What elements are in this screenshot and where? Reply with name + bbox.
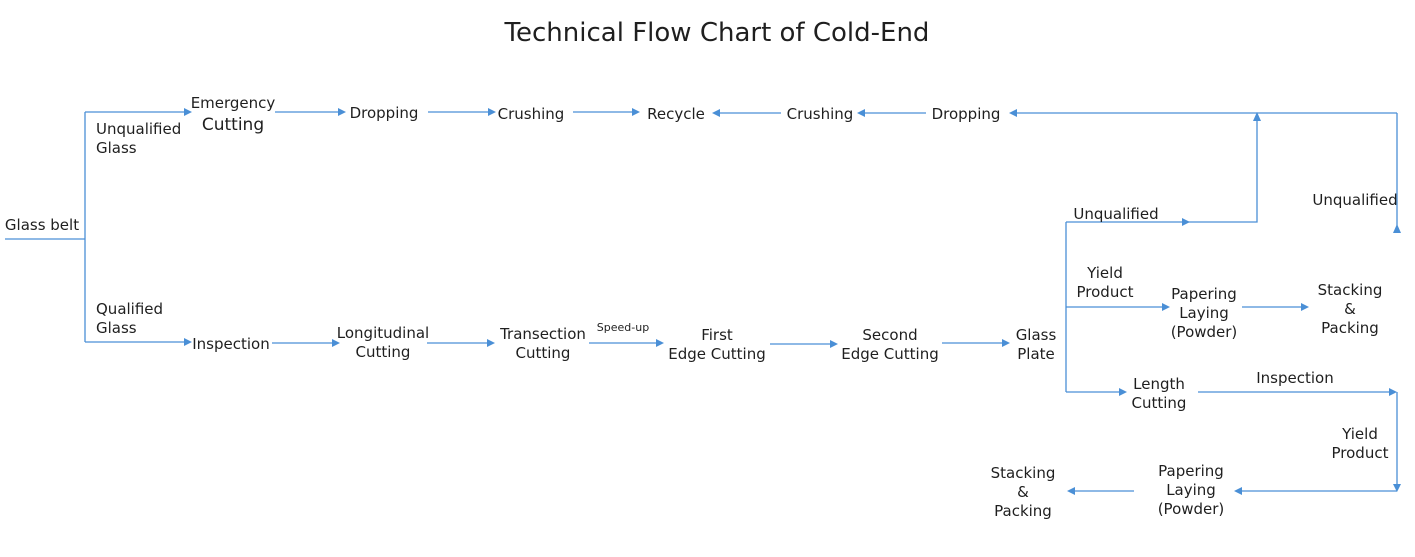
arrow-right-glass-plate <box>1002 339 1010 347</box>
chart-title: Technical Flow Chart of Cold-End <box>504 18 930 48</box>
inspection-right-label: Inspection <box>1256 369 1333 387</box>
svg-text:Laying: Laying <box>1166 481 1216 499</box>
inspection-left-node: Inspection <box>192 335 269 353</box>
svg-text:Unqualified: Unqualified <box>96 120 181 138</box>
svg-text:Papering: Papering <box>1171 285 1237 303</box>
glass-belt-label: Glass belt <box>5 216 79 234</box>
transection-cutting-node: Transection Cutting <box>499 325 586 362</box>
svg-text:Cutting: Cutting <box>202 115 264 135</box>
arrow-left-stacking-lower <box>1067 487 1075 495</box>
arrow-left-recycle <box>712 109 720 117</box>
svg-text:Glass: Glass <box>96 139 137 157</box>
unqualified-connector-line <box>1182 121 1258 223</box>
yield-product-lower-label: Yield Product <box>1332 425 1389 462</box>
stacking-packing-upper-node: Stacking & Packing <box>1318 281 1383 337</box>
svg-text:Packing: Packing <box>1321 319 1379 337</box>
svg-text:Transection: Transection <box>499 325 586 343</box>
arrow-right-crushing <box>488 108 496 116</box>
svg-text:First: First <box>701 326 733 344</box>
speed-up-label: Speed-up <box>597 321 649 334</box>
svg-text:Glass: Glass <box>1016 326 1057 344</box>
arrow-right-recycle <box>632 108 640 116</box>
svg-text:Stacking: Stacking <box>991 464 1056 482</box>
crushing-left-node: Crushing <box>498 105 565 123</box>
svg-text:Emergency: Emergency <box>191 94 276 112</box>
svg-text:Product: Product <box>1332 444 1389 462</box>
svg-text:Length: Length <box>1133 375 1185 393</box>
qualified-glass-label: Qualified Glass <box>96 300 163 337</box>
svg-text:&: & <box>1017 483 1029 501</box>
dropping-left-node: Dropping <box>350 104 419 122</box>
glass-plate-node: Glass Plate <box>1016 326 1057 363</box>
svg-text:Yield: Yield <box>1086 264 1123 282</box>
svg-text:Yield: Yield <box>1341 425 1378 443</box>
yield-product-upper-label: Yield Product <box>1077 264 1134 301</box>
unqualified-right-label: Unqualified <box>1312 191 1397 209</box>
arrow-right-second-edge <box>830 340 838 348</box>
arrow-right-transection <box>487 339 495 347</box>
arrow-right-emergency <box>184 108 192 116</box>
arrow-up-right-vertical <box>1393 224 1401 233</box>
svg-text:&: & <box>1344 300 1356 318</box>
emergency-cutting-node: Emergency Cutting <box>191 94 276 135</box>
svg-text:Edge Cutting: Edge Cutting <box>841 345 938 363</box>
arrow-right-papering-upper <box>1162 303 1170 311</box>
arrow-right-longitudinal <box>332 339 340 347</box>
length-cutting-node: Length Cutting <box>1132 375 1187 412</box>
second-edge-cutting-node: Second Edge Cutting <box>841 326 938 363</box>
svg-text:Product: Product <box>1077 283 1134 301</box>
svg-text:Plate: Plate <box>1017 345 1055 363</box>
svg-text:Cutting: Cutting <box>516 344 571 362</box>
crushing-right-node: Crushing <box>787 105 854 123</box>
arrow-right-unqualified <box>1182 218 1190 226</box>
stacking-packing-lower-node: Stacking & Packing <box>991 464 1056 520</box>
arrow-right-stacking-upper <box>1301 303 1309 311</box>
recycle-node: Recycle <box>647 105 705 123</box>
arrow-up-unqualified <box>1253 112 1261 121</box>
arrow-left-crushing <box>857 109 865 117</box>
papering-laying-lower-node: Papering Laying (Powder) <box>1158 462 1225 518</box>
svg-text:Cutting: Cutting <box>356 343 411 361</box>
arrow-down-yield-product <box>1393 484 1401 492</box>
svg-text:Cutting: Cutting <box>1132 394 1187 412</box>
svg-text:Papering: Papering <box>1158 462 1224 480</box>
arrow-right-dropping <box>338 108 346 116</box>
arrow-right-inspection <box>184 338 192 346</box>
svg-text:Packing: Packing <box>994 502 1052 520</box>
first-edge-cutting-node: First Edge Cutting <box>668 326 765 363</box>
arrow-right-first-edge <box>656 339 664 347</box>
svg-text:(Powder): (Powder) <box>1158 500 1225 518</box>
svg-text:(Powder): (Powder) <box>1171 323 1238 341</box>
svg-text:Stacking: Stacking <box>1318 281 1383 299</box>
svg-text:Second: Second <box>862 326 917 344</box>
papering-laying-upper-node: Papering Laying (Powder) <box>1171 285 1238 341</box>
arrow-right-length-cutting <box>1119 388 1127 396</box>
connector-lines <box>5 111 1398 492</box>
svg-text:Qualified: Qualified <box>96 300 163 318</box>
svg-text:Laying: Laying <box>1179 304 1229 322</box>
unqualified-glass-label: Unqualified Glass <box>96 120 181 157</box>
svg-text:Longitudinal: Longitudinal <box>337 324 429 342</box>
longitudinal-cutting-node: Longitudinal Cutting <box>337 324 429 361</box>
dropping-right-node: Dropping <box>932 105 1001 123</box>
arrow-left-dropping <box>1009 109 1017 117</box>
arrowheads <box>184 108 1401 495</box>
svg-text:Edge Cutting: Edge Cutting <box>668 345 765 363</box>
arrow-left-papering-lower <box>1234 487 1242 495</box>
unqualified-branch-label: Unqualified <box>1073 205 1158 223</box>
svg-text:Glass: Glass <box>96 319 137 337</box>
arrow-right-inspection-right <box>1389 388 1397 396</box>
